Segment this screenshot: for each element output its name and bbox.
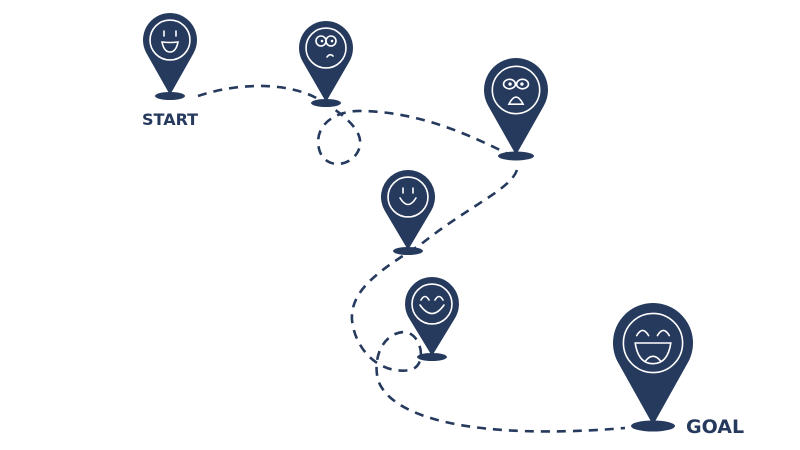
pin-3 (484, 57, 548, 161)
pin-4 (380, 169, 436, 255)
pin-shadow (417, 353, 447, 361)
route-segment-2 (350, 169, 626, 433)
dashed-route (197, 84, 626, 433)
happy-face-icon (411, 283, 453, 325)
laugh-face-icon (622, 312, 684, 374)
map-pin-icon (143, 13, 197, 96)
pin-shadow (311, 99, 341, 107)
grin-face-icon (149, 19, 191, 61)
map-pin-icon (380, 169, 436, 250)
start-label: START (142, 110, 199, 129)
goal-label: GOAL (686, 416, 745, 438)
start-pin (143, 13, 197, 100)
pin-shadow (393, 247, 423, 255)
confused-face-icon (305, 27, 347, 69)
pin-shadow (498, 151, 534, 161)
pin-shadow (631, 420, 675, 432)
route-segment-1 (197, 84, 511, 166)
smile-face-icon (387, 176, 429, 218)
pin-shadow (155, 92, 185, 100)
pin-5 (405, 277, 460, 361)
map-pin-icon (298, 21, 353, 103)
map-pin-icon (484, 57, 548, 155)
shocked-face-icon (491, 65, 541, 115)
goal-pin (613, 302, 694, 432)
pin-2 (298, 21, 353, 107)
map-pin-icon (405, 277, 460, 356)
